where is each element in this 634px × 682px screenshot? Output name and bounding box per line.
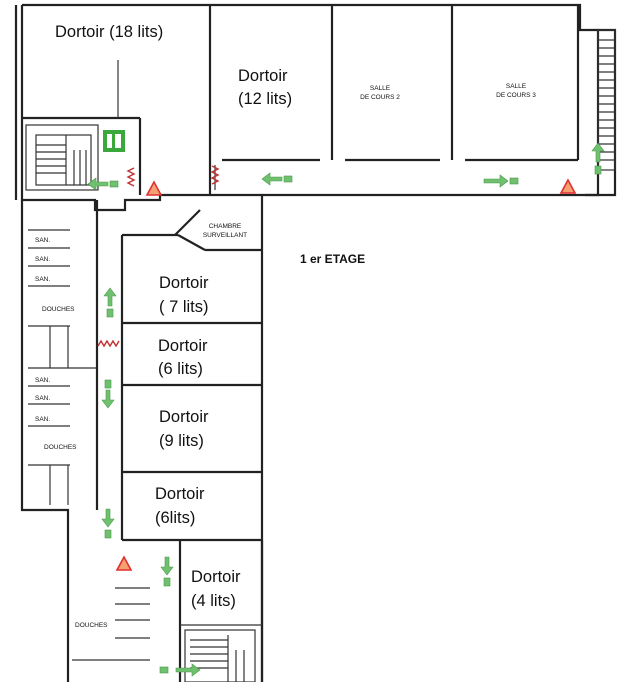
label-chambre-line2: SURVEILLANT [203, 232, 247, 239]
label-san-4: SAN. [35, 377, 50, 384]
arrow-dash-icon [104, 529, 112, 539]
label-douches-3: DOUCHES [75, 622, 108, 629]
extinguisher-icon [97, 339, 120, 348]
label-dortoir-4-line2: (4 lits) [191, 592, 236, 610]
arrow-right-icon [483, 174, 509, 188]
exit-sign-icon [103, 130, 125, 152]
label-salle-3-line1: SALLE [506, 83, 527, 90]
label-dortoir-9-line2: (9 lits) [159, 432, 204, 450]
label-dortoir-7-line2: ( 7 lits) [159, 298, 209, 316]
arrow-right-icon [175, 663, 201, 677]
sanitary-block-1 [28, 229, 97, 369]
stairwell-top-left [25, 124, 99, 191]
left-wing-walls [95, 200, 262, 682]
warning-icon [559, 178, 577, 194]
label-salle-2-line2: DE COURS 2 [360, 94, 400, 101]
sanitary-block-3 [72, 587, 150, 661]
arrow-dash-icon [159, 666, 169, 674]
arrow-dash-icon [594, 165, 602, 175]
label-dortoir-7-line1: Dortoir [159, 274, 209, 292]
extinguisher-icon [126, 167, 136, 187]
arrow-down-icon [101, 389, 115, 409]
label-dortoir-12-line2: (12 lits) [238, 90, 292, 108]
arrow-dash-icon [106, 308, 114, 318]
arrow-dash-icon [163, 577, 171, 587]
hazard-markers [115, 178, 577, 571]
label-san-3: SAN. [35, 276, 50, 283]
room-labels: Dortoir (18 lits) Dortoir (12 lits) SALL… [35, 23, 536, 629]
label-douches-1: DOUCHES [42, 306, 75, 313]
label-dortoir-12-line1: Dortoir [238, 67, 288, 85]
arrow-dash-icon [109, 180, 119, 188]
label-salle-2-line1: SALLE [370, 85, 391, 92]
label-san-6: SAN. [35, 416, 50, 423]
label-san-5: SAN. [35, 395, 50, 402]
arrow-dash-icon [283, 175, 293, 183]
stairwell-bottom [184, 629, 256, 682]
warning-icon [145, 180, 163, 196]
label-san-2: SAN. [35, 256, 50, 263]
arrow-down-icon [160, 556, 174, 576]
extinguisher-icon [210, 165, 220, 185]
evacuation-arrows [87, 142, 605, 677]
label-dortoir-6b-line1: Dortoir [155, 485, 205, 503]
label-douches-2: DOUCHES [44, 444, 77, 451]
top-wing-walls [22, 5, 580, 195]
arrow-left-icon [261, 172, 283, 186]
label-san-1: SAN. [35, 237, 50, 244]
arrow-up-icon [591, 142, 605, 163]
label-dortoir-6a-line1: Dortoir [158, 337, 208, 355]
label-dortoir-6a-line2: (6 lits) [158, 360, 203, 378]
sanitary-block-2 [28, 385, 70, 505]
label-dortoir-6b-line2: (6lits) [155, 509, 195, 527]
label-dortoir-4-line1: Dortoir [191, 568, 241, 586]
stairwell-right [597, 29, 616, 171]
label-chambre-line1: CHAMBRE [209, 223, 242, 230]
label-salle-3-line2: DE COURS 3 [496, 92, 536, 99]
arrow-up-icon [103, 287, 117, 307]
warning-icon [115, 555, 133, 571]
label-dortoir-18: Dortoir (18 lits) [55, 23, 163, 41]
arrow-down-icon [101, 508, 115, 528]
label-floor: 1 er ETAGE [300, 252, 365, 266]
arrow-left-icon [87, 177, 109, 191]
label-dortoir-9-line1: Dortoir [159, 408, 209, 426]
extinguisher-markers [97, 165, 220, 348]
arrow-dash-icon [509, 177, 519, 185]
arrow-dash-icon [104, 379, 112, 389]
